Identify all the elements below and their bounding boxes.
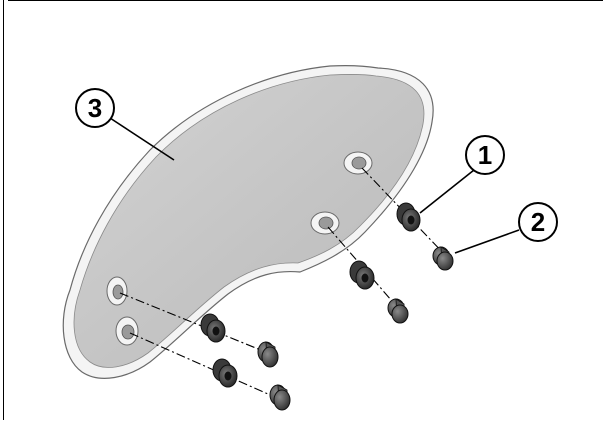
rubber-grommet (200, 313, 226, 343)
leader-line-1 (419, 169, 475, 214)
mounting-hole (106, 276, 128, 306)
heat-shield-panel (62, 65, 434, 379)
callout-2: 2 (518, 202, 558, 242)
fastener-pin (269, 384, 291, 411)
panel-surface (73, 73, 425, 368)
leader-line-2 (454, 229, 520, 254)
rubber-grommet (212, 358, 238, 388)
leader-line-3 (109, 117, 175, 161)
fastener-pin (387, 298, 409, 324)
callout-1-label: 1 (478, 140, 492, 170)
fastener-pin (432, 246, 454, 271)
callout-3-label: 3 (88, 93, 102, 123)
mounting-hole (115, 316, 139, 346)
callout-1: 1 (465, 135, 505, 175)
rubber-grommet (349, 260, 375, 290)
fastener-pin (257, 341, 279, 368)
rubber-grommet (396, 202, 421, 232)
callout-2-label: 2 (531, 207, 545, 237)
mounting-hole (343, 151, 373, 175)
mounting-hole (310, 211, 340, 235)
callout-3: 3 (75, 88, 115, 128)
